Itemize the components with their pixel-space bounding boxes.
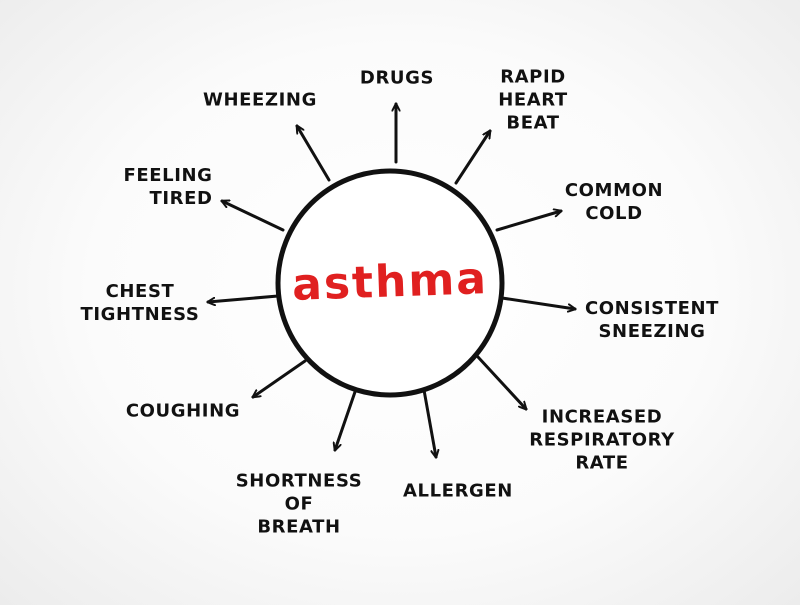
label-rapid-heart-beat: RAPID HEART BEAT (498, 66, 568, 134)
label-increased-respiratory-rate: INCREASED RESPIRATORY RATE (529, 406, 675, 474)
arrow-wheezing (295, 126, 331, 182)
label-feeling-tired: FEELING TIRED (123, 165, 213, 209)
arrow-common-cold (495, 211, 561, 232)
arrows (208, 102, 575, 457)
arrow-feeling-tired (222, 199, 285, 232)
label-coughing: COUGHING (125, 400, 241, 422)
label-allergen: ALLERGEN (403, 480, 513, 502)
arrow-coughing (253, 359, 307, 399)
arrow-allergen (422, 388, 436, 457)
label-drugs: DRUGS (359, 67, 435, 89)
center-circle (275, 168, 505, 398)
label-consistent-sneezing: CONSISTENT SNEEZING (584, 298, 720, 342)
arrow-increased-respiratory-rate (476, 355, 528, 409)
label-wheezing: WHEEZING (203, 89, 317, 111)
arrow-chest-tightness (208, 294, 280, 302)
center-title: asthma (291, 253, 489, 311)
arrow-shortness-of-breath (335, 387, 358, 450)
label-shortness-of-breath: SHORTNESS OF BREATH (235, 470, 363, 538)
arrow-consistent-sneezing (500, 296, 575, 309)
label-common-cold: COMMON COLD (564, 180, 664, 224)
arrow-rapid-heart-beat (454, 131, 492, 185)
label-chest-tightness: CHEST TIGHTNESS (80, 281, 200, 325)
